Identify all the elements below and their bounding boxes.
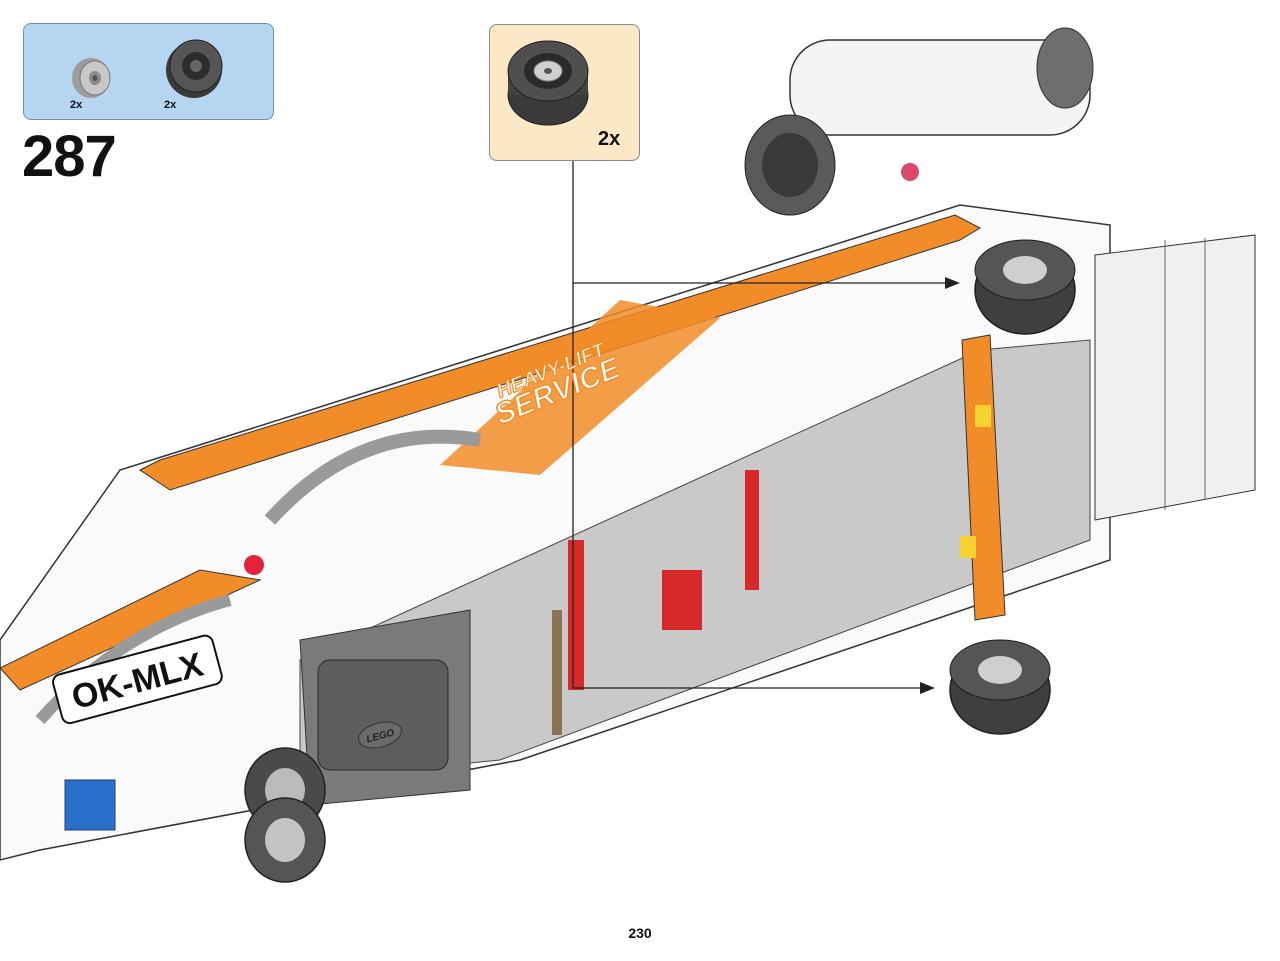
tire-part-icon bbox=[166, 39, 223, 98]
chassis-body bbox=[0, 204, 1256, 861]
tire-quantity: 2x bbox=[164, 99, 177, 111]
wheel-lower bbox=[949, 639, 1051, 735]
wheel-assembly-icon bbox=[507, 40, 589, 126]
parts-list-box: 2x 2x bbox=[23, 23, 274, 120]
gear-wheels bbox=[244, 747, 326, 883]
wheel-hub-part-icon bbox=[72, 58, 111, 98]
step-number: 287 bbox=[22, 124, 117, 189]
callout-box bbox=[489, 24, 640, 161]
battery-logo: LEGO bbox=[358, 721, 402, 749]
boom-cylinder bbox=[744, 27, 1094, 216]
callout-quantity: 2x bbox=[598, 128, 621, 150]
page-number: 230 bbox=[628, 925, 652, 941]
wheel-upper bbox=[974, 239, 1076, 335]
wheel-hub-quantity: 2x bbox=[70, 99, 83, 111]
callout-arrows bbox=[572, 161, 960, 694]
